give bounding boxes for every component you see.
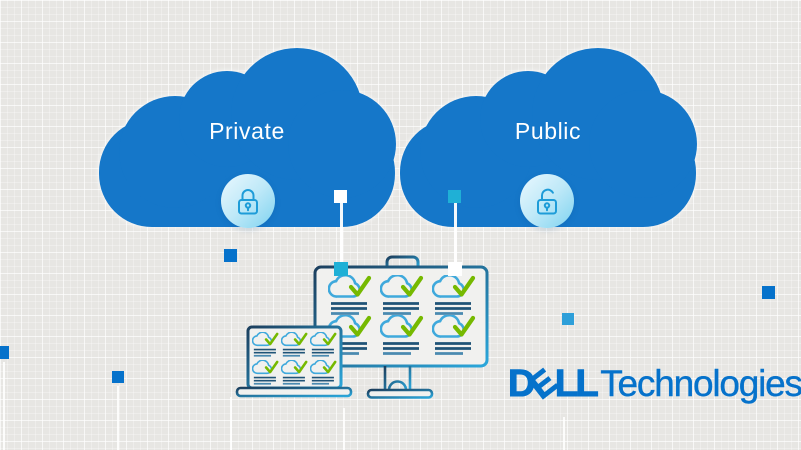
background-line xyxy=(343,408,345,450)
background-line xyxy=(230,397,232,450)
monitor-handle xyxy=(385,255,420,267)
public-lock-badge xyxy=(520,174,574,228)
public-cloud-shape xyxy=(400,48,697,227)
connector-node-square xyxy=(448,190,461,203)
public-cloud-label: Public xyxy=(514,118,582,144)
devices-illustration xyxy=(235,255,489,399)
laptop-illustration xyxy=(235,325,353,398)
accent-square xyxy=(0,346,9,359)
lock-closed-icon xyxy=(238,189,258,215)
accent-square xyxy=(762,286,775,299)
accent-square xyxy=(562,313,574,325)
connector-node-square xyxy=(334,262,348,276)
private-lock-badge xyxy=(221,174,275,228)
background-line xyxy=(563,417,565,450)
accent-square xyxy=(112,371,124,383)
connector-node-square xyxy=(334,190,347,203)
connector-node-square xyxy=(448,262,462,276)
monitor-illustration xyxy=(313,255,489,399)
private-cloud-label: Private xyxy=(209,118,285,144)
technologies-wordmark: Technologies xyxy=(600,363,801,404)
accent-square xyxy=(224,249,237,262)
laptop-base xyxy=(235,386,353,398)
monitor-base xyxy=(366,388,434,399)
lock-open-icon xyxy=(537,188,557,215)
background-line xyxy=(3,362,5,450)
monitor-stand xyxy=(383,366,412,391)
connector-line xyxy=(454,200,457,266)
logo-letter: D xyxy=(507,363,536,405)
background-line xyxy=(117,386,119,450)
private-cloud-shape xyxy=(99,48,396,227)
logo-letter: L xyxy=(575,363,599,405)
connector-line xyxy=(340,200,343,266)
logo-letter: L xyxy=(554,363,578,405)
